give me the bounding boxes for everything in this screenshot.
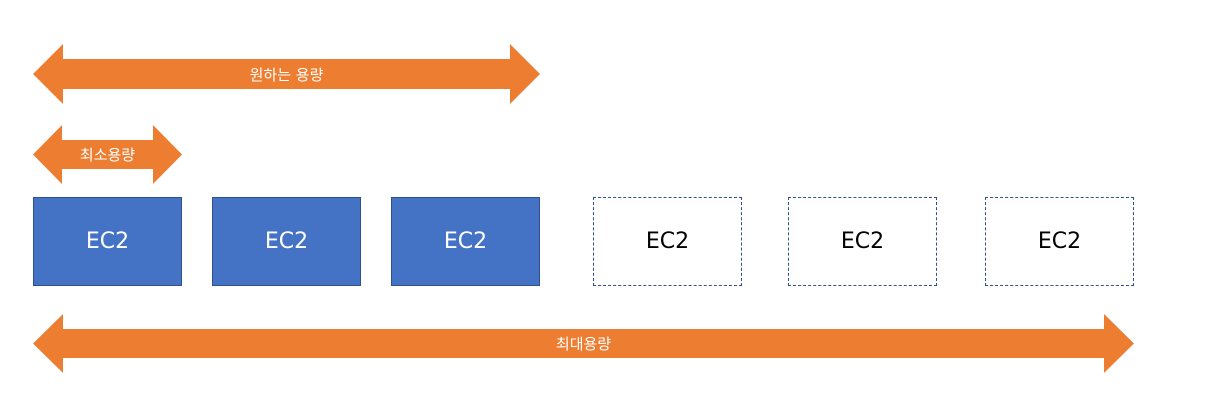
desired-capacity-arrow: 원하는 용량 — [33, 44, 540, 104]
ec2-instance-potential: EC2 — [593, 197, 742, 286]
min-capacity-label: 최소용량 — [79, 146, 136, 164]
ec2-instance: EC2 — [391, 197, 540, 286]
max-capacity-label: 최대용량 — [555, 335, 612, 353]
desired-capacity-label: 원하는 용량 — [249, 65, 324, 84]
max-capacity-arrow: 최대용량 — [33, 314, 1134, 373]
ec2-instance-label: EC2 — [645, 229, 690, 254]
double-arrow-shape — [33, 44, 540, 104]
ec2-instance: EC2 — [212, 197, 361, 286]
double-arrow-shape — [33, 125, 182, 184]
min-capacity-arrow: 최소용량 — [33, 125, 182, 184]
ec2-instance: EC2 — [33, 197, 182, 286]
ec2-instance-label: EC2 — [443, 229, 488, 254]
double-arrow-shape — [33, 314, 1134, 373]
ec2-instance-potential: EC2 — [985, 197, 1134, 286]
ec2-instance-label: EC2 — [1037, 229, 1082, 254]
ec2-instance-label: EC2 — [840, 229, 885, 254]
ec2-instance-potential: EC2 — [788, 197, 937, 286]
ec2-instance-label: EC2 — [85, 229, 130, 254]
ec2-instance-label: EC2 — [264, 229, 309, 254]
